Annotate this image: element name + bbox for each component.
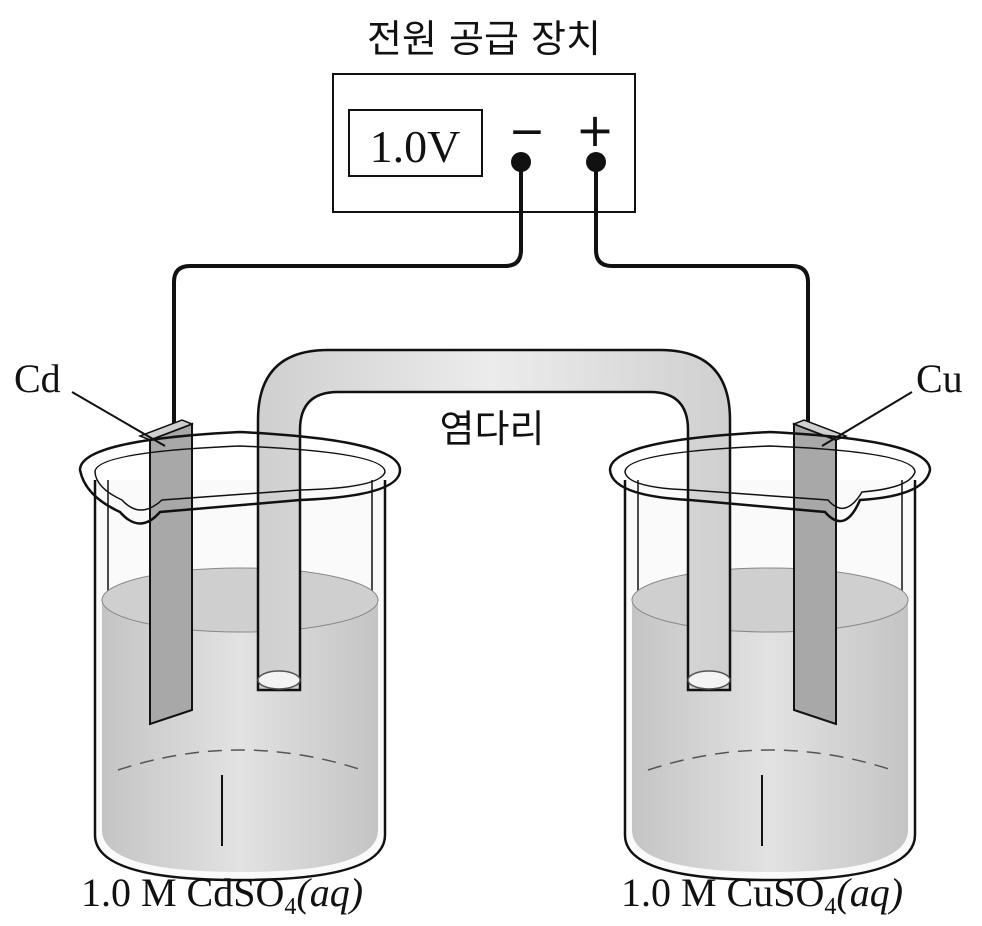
right-beaker-rim	[608, 430, 932, 523]
left-beaker	[93, 480, 387, 882]
left-solution-formula: 1.0 M CdSO	[81, 870, 284, 915]
negative-terminal-label: −	[509, 106, 546, 157]
right-solution-subscript: 4	[824, 894, 836, 920]
salt-bridge	[256, 348, 732, 692]
right-solution-label: 1.0 M CuSO4(aq)	[621, 870, 903, 920]
cu-leader-line	[821, 391, 913, 447]
left-solution-state: (aq)	[296, 870, 363, 915]
salt-bridge-label: 염다리	[440, 407, 545, 451]
cd-label: Cd	[14, 356, 61, 401]
voltage-value: 1.0V	[370, 121, 461, 172]
right-solution-state: (aq)	[836, 870, 903, 915]
wire-positive	[594, 162, 810, 430]
voltage-display	[348, 109, 483, 177]
left-solution-label: 1.0 M CdSO4(aq)	[81, 870, 363, 920]
power-supply-title: 전원 공급 장치	[367, 17, 601, 61]
left-beaker-rim	[78, 430, 402, 525]
left-solution-subscript: 4	[284, 894, 296, 920]
right-solution-formula: 1.0 M CuSO	[621, 870, 824, 915]
cd-leader-line	[71, 391, 166, 447]
wire-negative	[172, 162, 523, 430]
right-beaker	[623, 480, 917, 882]
positive-terminal-label: +	[576, 103, 615, 157]
cu-label: Cu	[916, 356, 963, 401]
